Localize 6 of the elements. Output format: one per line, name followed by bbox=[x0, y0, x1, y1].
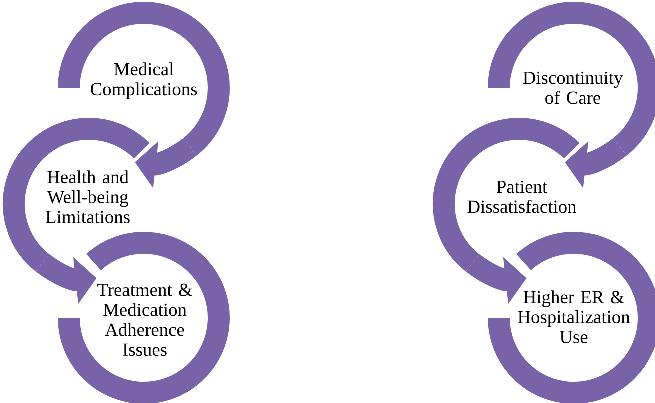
ring-label: Higher ER & Hospitalization Use bbox=[518, 290, 630, 344]
ring-label: Health and Well-being Limitations bbox=[46, 170, 130, 224]
ring-label: Discontinuity of Care bbox=[523, 72, 624, 104]
ring-label: Patient Dissatisfaction bbox=[468, 180, 576, 214]
ring-label: Medical Complications bbox=[91, 62, 198, 100]
ring-label: Treatment & Medication Adherence Issues bbox=[98, 284, 192, 356]
